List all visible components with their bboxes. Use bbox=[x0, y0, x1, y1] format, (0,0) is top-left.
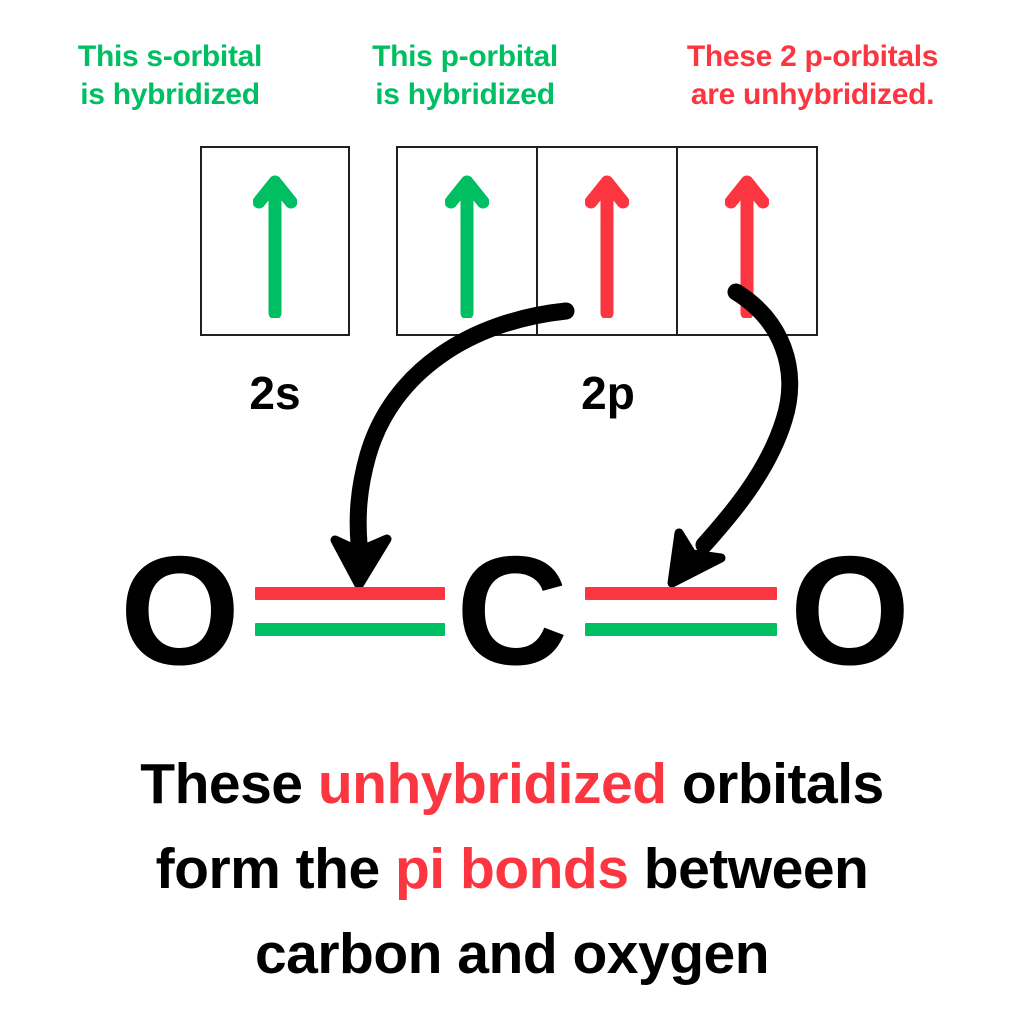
orbital-box-group-2p bbox=[396, 146, 820, 336]
annotation-p-orbital-hybridized: This p-orbital is hybridized bbox=[372, 40, 558, 112]
caption-line-2-part-a: form the bbox=[155, 837, 395, 901]
double-bond-left bbox=[255, 587, 445, 639]
electron-up-arrow-icon bbox=[253, 170, 297, 318]
caption-line-1: These unhybridized orbitals bbox=[42, 742, 982, 827]
caption-highlight-pi-bonds: pi bonds bbox=[394, 837, 629, 901]
orbital-box-2p-2 bbox=[536, 146, 678, 336]
bond-line-pi-red bbox=[585, 587, 777, 600]
caption-line-2-part-b: between bbox=[628, 837, 869, 901]
atom-oxygen-right: O bbox=[789, 524, 911, 697]
caption-line-1-part-b: orbitals bbox=[666, 752, 884, 816]
caption-line-3: carbon and oxygen bbox=[254, 922, 770, 986]
atom-carbon: C bbox=[456, 524, 568, 697]
electron-up-arrow-icon bbox=[585, 170, 629, 318]
molecule-structure: O C O bbox=[0, 524, 1024, 697]
double-bond-right bbox=[585, 587, 777, 639]
orbital-box-2s bbox=[200, 146, 350, 336]
subshell-label-2s: 2s bbox=[249, 367, 301, 419]
orbital-box-2p-1 bbox=[396, 146, 538, 336]
electron-up-arrow-icon bbox=[725, 170, 769, 318]
annotation-p-orbitals-unhybridized: These 2 p-orbitals are unhybridized. bbox=[686, 40, 939, 112]
caption-line-2: form the pi bonds between bbox=[42, 827, 982, 912]
bond-line-pi-green bbox=[585, 623, 777, 636]
bond-line-pi-red bbox=[255, 587, 445, 600]
subshell-label-2p: 2p bbox=[581, 367, 635, 419]
electron-up-arrow-icon bbox=[445, 170, 489, 318]
atom-oxygen-left: O bbox=[119, 524, 241, 697]
caption-text: These unhybridized orbitals form the pi … bbox=[42, 742, 982, 997]
bond-line-pi-green bbox=[255, 623, 445, 636]
caption-highlight-unhybridized: unhybridized bbox=[317, 752, 667, 816]
orbital-box-2p-3 bbox=[676, 146, 818, 336]
annotation-s-orbital-hybridized: This s-orbital is hybridized bbox=[77, 40, 263, 112]
caption-line-1-part-a: These bbox=[140, 752, 318, 816]
